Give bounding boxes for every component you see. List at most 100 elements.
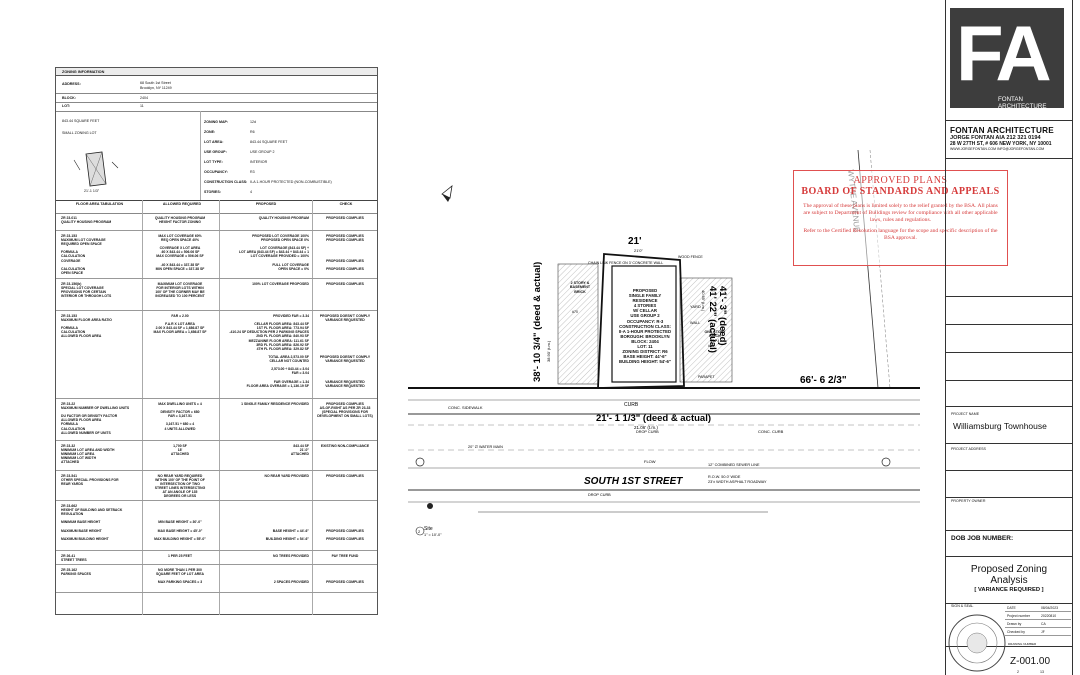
zoning-kv-row: OCCUPANCY:R3 xyxy=(204,170,374,180)
zoning-kv-key: CONSTRUCTION CLASS: xyxy=(204,180,248,184)
fence-note: CHAIN LINK FENCE ON 3' CONCRETE WALL xyxy=(588,261,663,265)
stamp-title1: APPROVED PLANS xyxy=(853,175,948,186)
zoning-cell-allowed: MAXIMUM LOT COVERAGE FOR INTERIOR LOTS W… xyxy=(155,282,205,299)
zoning-cell-label: ZR 23-541 OTHER SPECIAL PROVISIONS FOR R… xyxy=(61,474,119,487)
drawing-number: Z-001.00 xyxy=(1010,656,1051,667)
zoning-row: ZR 23-153 MAXIMUM LOT COVERAGE REQUIRED … xyxy=(56,231,377,279)
block-label: BLOCK: xyxy=(62,96,76,100)
zoning-kv-value: R6 xyxy=(250,130,255,134)
zoning-cell-proposed: 843.44 SF 21'-0" ATTACHED xyxy=(290,444,309,457)
zoning-kv-key: ZONING MAP: xyxy=(204,120,229,124)
yard-label: YARD xyxy=(690,304,701,309)
zoning-cell-allowed: MIN BASE HEIGHT = 30'-0" MAX BASE HEIGHT… xyxy=(154,520,206,541)
zoning-cell-allowed: MAX LOT COVERAGE 60% REQ OPEN SPACE 40% … xyxy=(155,234,205,271)
small-lot-dim: 21'-1 1/3" xyxy=(84,189,100,193)
sewer-label: 12" COMBINED SEWER LINE xyxy=(708,463,760,467)
curb-label: CURB xyxy=(624,402,639,408)
zoning-kv-key: USE GROUP: xyxy=(204,150,227,154)
zoning-kv-value: 12d xyxy=(250,120,256,124)
zoning-kv-key: OCCUPANCY: xyxy=(204,170,228,174)
dim-left: 38'- 10 3/4" (deed & actual) xyxy=(532,262,543,382)
zoning-cell-allowed: NO MORE THAN 1 PER 300 SQUARE FEET OF LO… xyxy=(156,568,204,585)
site-scale: 1" = 10'-0" xyxy=(424,533,442,537)
zoning-cell-label: ZR 23-22 MAXIMUM NUMBER OF DWELLING UNIT… xyxy=(61,402,130,435)
lot-label: LOT: xyxy=(62,104,70,108)
zoning-cell-proposed: QUALITY HOUSING PROGRAM xyxy=(258,216,309,220)
zoning-row: ZR 23-662 HEIGHT OF BUILDING AND SETBACK… xyxy=(56,501,377,551)
property-owner-label: PROPERTY OWNER xyxy=(951,499,986,503)
parapet-label: PARAPET xyxy=(698,375,715,379)
zoning-cell-check: PROPOSED DOESN'T COMPLY VARIANCE REQUEST… xyxy=(319,314,371,388)
zoning-kv-row: USE GROUP:USE GROUP 2 xyxy=(204,150,374,160)
bsa-approval-stamp: APPROVED PLANS BOARD OF STANDARDS AND AP… xyxy=(793,170,1008,266)
right-building xyxy=(679,277,733,383)
firm-info: FONTAN ARCHITECTURE JORGE FONTAN AIA 212… xyxy=(950,126,1070,151)
zoning-cell-check: PROPOSED COMPLIES xyxy=(326,216,364,220)
site-num: 2 xyxy=(418,529,421,534)
zoning-row: ZR 23-22 MAXIMUM NUMBER OF DWELLING UNIT… xyxy=(56,399,377,441)
zoning-kv-row: CONSTRUCTION CLASS:II-A 1-HOUR PROTECTED… xyxy=(204,180,374,190)
lot-sqft: 843.44 SQUARE FEET xyxy=(62,119,100,123)
sheet-title-line2: Analysis xyxy=(990,575,1028,586)
zoning-cell-check: PROPOSED COMPLIES xyxy=(326,580,364,585)
zoning-cell-allowed: QUALITY HOUSING PROGRAM HEIGHT FACTOR ZO… xyxy=(154,216,206,225)
col-allowed: ALLOWED REQUIRED xyxy=(162,202,202,206)
sheet-info-key: DATE xyxy=(1007,606,1016,610)
zoning-cell-proposed: 2 SPACES PROVIDED xyxy=(273,580,309,585)
zoning-cell-proposed: NO REAR YARD PROVIDED xyxy=(264,474,309,478)
zoning-cell-label: ZR 23-153 MAXIMUM FLOOR AREA RATIO FORMU… xyxy=(61,314,112,339)
site-label: Site xyxy=(424,526,433,532)
small-lot-label: SMALL ZONING LOT xyxy=(62,131,97,135)
col-check: CHECK xyxy=(339,202,353,206)
zoning-cell-allowed: 1,700 SF 18' ATTACHED xyxy=(170,444,190,457)
zoning-kv-row: ZONING MAP: 12d xyxy=(204,120,374,130)
seal-label: SIGN & SEAL xyxy=(951,604,974,608)
stamp-title2: BOARD OF STANDARDS AND APPEALS xyxy=(801,186,1000,197)
zoning-cell-label: ZR 23-153 MAXIMUM LOT COVERAGE REQUIRED … xyxy=(61,234,106,275)
address-label: ADDRESS: xyxy=(62,82,81,86)
dim-right-sub: 40.65' (t.m.) xyxy=(701,290,706,312)
lot-outline xyxy=(597,253,685,389)
zoning-kv-row: STORIES:4 xyxy=(204,190,374,200)
dim-right: 41'- 3" (deed) xyxy=(717,286,728,346)
zoning-header: ZONING INFORMATION xyxy=(56,68,377,76)
conc-curb-label: CONC. CURB xyxy=(758,429,784,434)
manhole-left-icon xyxy=(415,457,425,467)
zoning-cell-check: PROPOSED COMPLIES xyxy=(326,282,364,286)
zoning-row: ZR 23-541 OTHER SPECIAL PROVISIONS FOR R… xyxy=(56,471,377,501)
zoning-cell-label: ZR 23-662 HEIGHT OF BUILDING AND SETBACK… xyxy=(61,504,123,541)
dim-top-sub: 21'0" xyxy=(634,248,643,253)
zoning-cell-check: PROPOSED COMPLIES xyxy=(326,474,364,478)
flow-label: FLOW xyxy=(644,459,656,464)
zoning-cell-check: PROPOSED COMPLIES PROPOSED COMPLIES xyxy=(326,528,364,541)
dim-bottom: 21'- 1 1/3" (deed & actual) xyxy=(596,413,711,424)
zoning-kv-key: LOT AREA: xyxy=(204,140,224,144)
zoning-cell-label: ZR 26-41 STREET TREES xyxy=(61,554,87,563)
zoning-cell-label: ZR 23-156(b) SPECIAL LOT COVERAGE PROVIS… xyxy=(61,282,112,299)
zoning-cell-proposed: 1 SINGLE FAMILY RESIDENCE PROVIDED xyxy=(241,402,309,406)
zoning-cell-allowed: 1 PER 25 FEET xyxy=(167,554,193,558)
sheet-title: Proposed Zoning Analysis [ VARIANCE REQU… xyxy=(950,564,1068,593)
zoning-cell-proposed: PROPOSED LOT COVERAGE 100% PROPOSED OPEN… xyxy=(238,234,309,271)
zoning-kv-row: LOT TYPE:INTERIOR xyxy=(204,160,374,170)
street-row: R.O.W. 50.0' WIDE xyxy=(708,475,741,479)
sheet-info-key: Project number xyxy=(1007,614,1030,618)
zoning-cell-check: PROPOSED COMPLIES PROPOSED COMPLIES PROP… xyxy=(326,234,364,271)
zoning-cell-allowed: MAX DWELLING UNITS = 4 DENSITY FACTOR = … xyxy=(158,402,202,431)
lot-value: 11 xyxy=(140,104,144,108)
sheet-info-value: JF xyxy=(1041,630,1045,634)
col-proposed: PROPOSED xyxy=(255,202,277,206)
dim-left-sub: 38.90' (t.m.) xyxy=(546,340,551,362)
firm-address: 28 W 27TH ST, # 606 NEW YORK, NY 10001 xyxy=(950,141,1052,147)
zoning-cell-allowed: NO REAR YARD REQUIRED WITHIN 100' OF THE… xyxy=(154,474,206,499)
zoning-info-table: ZONING INFORMATION ADDRESS: 68 South 1st… xyxy=(55,67,378,615)
zoning-kv-value: INTERIOR xyxy=(250,160,268,164)
zoning-cell-check: EXISTING NON-COMPLIANCE xyxy=(320,444,370,448)
manhole-right-icon xyxy=(881,457,891,467)
sheet-title-line1: Proposed Zoning xyxy=(970,564,1048,575)
north-arrow-icon xyxy=(441,185,453,202)
zoning-kv-value: 4 xyxy=(250,190,252,194)
